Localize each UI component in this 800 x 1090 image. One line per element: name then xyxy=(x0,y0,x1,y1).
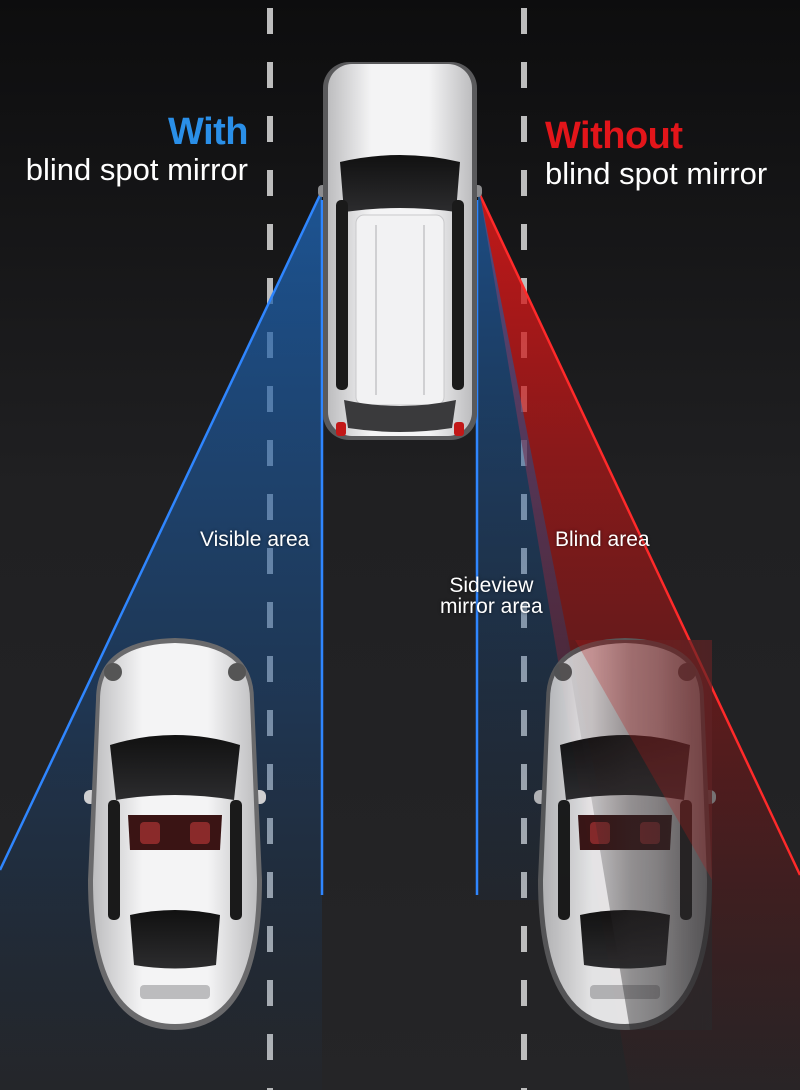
visible-area-label: Visible area xyxy=(200,528,310,551)
sideview-label-line2: mirror area xyxy=(440,595,543,618)
sideview-label-line1: Sideview xyxy=(449,574,534,597)
blind-beam-outer-edge xyxy=(478,194,800,876)
visible-beam-outer-edge xyxy=(0,194,322,871)
without-subtitle: blind spot mirror xyxy=(545,156,768,191)
sports-car-top-view-icon xyxy=(84,638,266,1030)
without-label: Without xyxy=(545,115,683,157)
with-mirror-header: With blind spot mirror xyxy=(25,111,249,188)
ghost-sports-car-top-view-icon xyxy=(534,638,716,1030)
with-label: With xyxy=(168,111,248,153)
suv-top-view-icon xyxy=(318,62,482,440)
without-mirror-header: Without blind spot mirror xyxy=(545,116,767,192)
sideview-mirror-area-label: Sideview mirror area xyxy=(440,575,543,617)
blind-area-label: Blind area xyxy=(555,528,650,551)
with-subtitle: blind spot mirror xyxy=(25,152,248,187)
